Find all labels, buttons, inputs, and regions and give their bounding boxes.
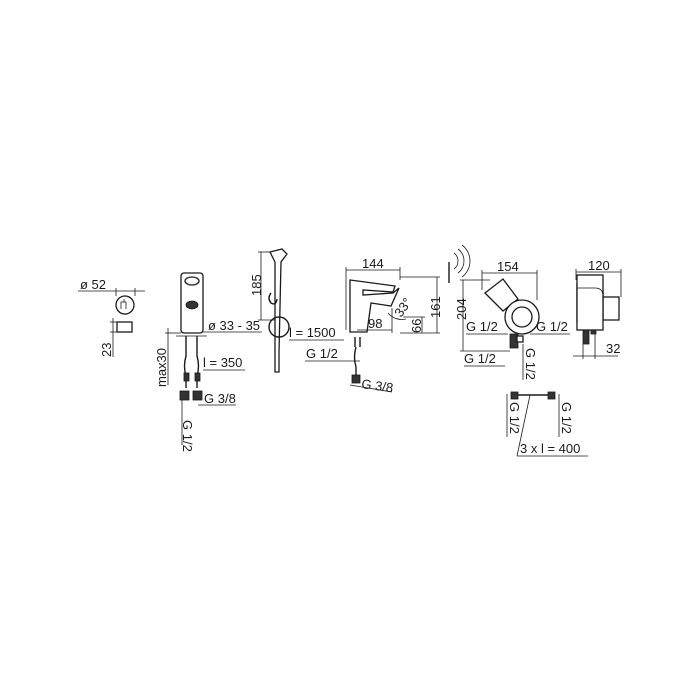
side-width-label: 120: [588, 258, 610, 273]
wireless-signal-icon: [448, 244, 471, 283]
basin-mixer: ø 33 - 35 max30 l = 350 G 3/8 G 1/2: [154, 272, 262, 452]
hose-left-connection-label: G 1/2: [507, 402, 522, 434]
tap-connection-label: G 3/8: [361, 376, 395, 395]
spout-cover: ø 52 23: [78, 277, 145, 357]
unit-outlet-vertical-label: G 1/2: [523, 348, 538, 380]
hose-right-connection-label: G 1/2: [559, 402, 574, 434]
mounting-hole-diameter-label: ø 33 - 35: [208, 318, 260, 333]
shower-height-label: 185: [249, 274, 264, 296]
unit-width-label: 154: [497, 259, 519, 274]
mixer-hose-length-label: l = 350: [203, 355, 242, 370]
unit-inlet-right-label: G 1/2: [536, 319, 568, 334]
control-unit-side-view: 120 32: [573, 258, 622, 359]
shower-holder: [268, 316, 290, 338]
cover-diameter-label: ø 52: [80, 277, 106, 292]
cover-side-view: [116, 321, 133, 333]
cover-top-view: [115, 295, 135, 315]
tap-height-label: 161: [428, 296, 443, 318]
unit-inlet-left-label: G 1/2: [466, 319, 498, 334]
hose-quantity-length-label: 3 x l = 400: [520, 441, 580, 456]
connection-hose: G 1/2 G 1/2 3 x l = 400: [506, 391, 588, 457]
control-unit: 204 154 G 1/2 G 1/2 G 1/2 G 1/2: [448, 244, 570, 380]
hand-shower: 185 l = 1500 G 1/2: [249, 248, 360, 373]
shower-hose-length-label: l = 1500: [289, 325, 336, 340]
basin-tap: 144 161 66 98 33° G 3/8: [345, 256, 443, 395]
tap-width-label: 144: [362, 256, 384, 271]
mixer-supply-connection-label: G 1/2: [180, 420, 195, 452]
shower-connection-label: G 1/2: [306, 346, 338, 361]
side-offset-label: 32: [606, 341, 620, 356]
tap-spout-height-label: 66: [409, 319, 424, 333]
unit-height-label: 204: [454, 298, 469, 320]
max-thickness-label: max30: [154, 348, 169, 387]
mixer-outlet-connection-label: G 3/8: [204, 391, 236, 406]
cover-height-label: 23: [99, 343, 114, 357]
tap-reach-label: 98: [368, 316, 382, 331]
unit-outlet-bottom-label: G 1/2: [464, 351, 496, 366]
